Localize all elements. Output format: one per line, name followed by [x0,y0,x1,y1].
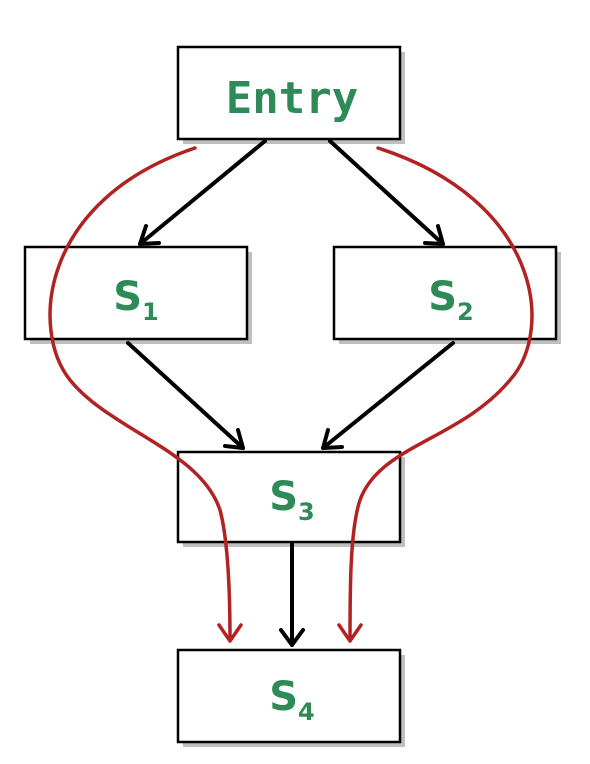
path-red-right [337,146,534,643]
node-s3: S3 [176,450,405,547]
node-s4-label: S4 [269,674,315,726]
node-s4-subscript: 4 [298,698,315,726]
node-s2: S2 [332,245,561,344]
node-s3-letter: S [269,474,298,520]
edge-s2-s3 [321,341,455,450]
node-s2-letter: S [428,274,457,320]
node-s3-label: S3 [269,474,315,526]
node-s1-letter: S [113,274,142,320]
edge-s1-s3 [126,341,245,450]
node-s2-subscript: 2 [457,298,474,326]
edge-entry-s1 [138,139,267,246]
node-s4-letter: S [269,674,298,720]
edge-entry-s2 [328,139,445,246]
node-s2-label: S2 [428,274,474,326]
node-s4: S4 [176,648,405,747]
node-entry: Entry [176,45,405,144]
node-s1-subscript: 1 [142,298,159,326]
path-red-left [48,146,243,643]
node-s3-subscript: 3 [298,498,315,526]
node-s1: S1 [23,245,252,344]
node-entry-label: Entry [226,73,358,124]
edge-s3-s4 [279,542,305,647]
node-s1-label: S1 [113,274,159,326]
